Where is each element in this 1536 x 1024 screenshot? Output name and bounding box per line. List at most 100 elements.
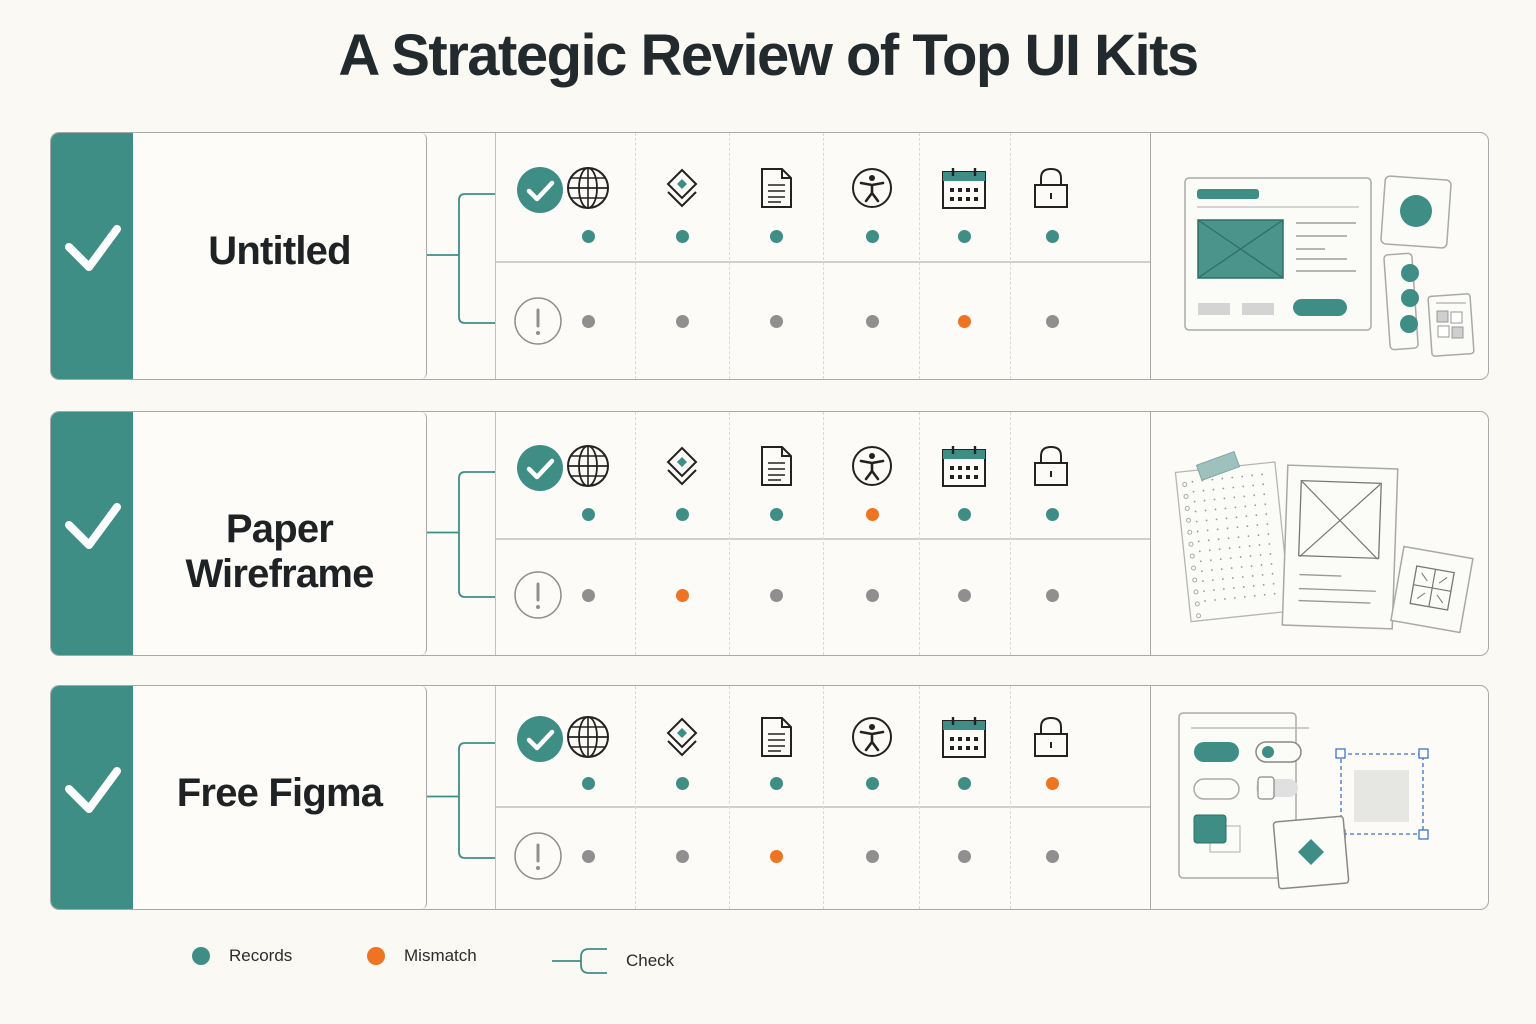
column-divider bbox=[729, 686, 730, 909]
check-dot bbox=[1045, 849, 1059, 863]
records-dot bbox=[865, 507, 879, 521]
records-dot bbox=[675, 229, 689, 243]
check-dot bbox=[865, 588, 879, 602]
kit-name: Paper Wireframe bbox=[185, 506, 374, 596]
alert-circle-icon bbox=[514, 571, 562, 619]
check-dot bbox=[769, 849, 783, 863]
category-icon bbox=[566, 715, 610, 763]
check-circle-icon bbox=[517, 716, 563, 762]
lock-icon bbox=[1034, 167, 1068, 208]
kit-preview bbox=[1151, 686, 1488, 909]
checkmark-icon bbox=[65, 766, 121, 813]
category-icon bbox=[1030, 166, 1074, 214]
check-dot bbox=[581, 314, 595, 328]
check-dot bbox=[675, 849, 689, 863]
category-icon bbox=[754, 444, 798, 492]
lock-icon bbox=[1034, 716, 1068, 757]
calendar-icon bbox=[942, 446, 986, 487]
check-dot bbox=[581, 588, 595, 602]
category-icon bbox=[1030, 715, 1074, 763]
records-dot bbox=[675, 776, 689, 790]
records-dot bbox=[1045, 229, 1059, 243]
evaluation-matrix bbox=[495, 686, 1151, 909]
kit-label-panel: Untitled bbox=[51, 133, 427, 379]
globe-icon bbox=[567, 167, 609, 209]
check-status bbox=[514, 832, 564, 886]
document-icon bbox=[761, 168, 792, 208]
category-icon bbox=[941, 444, 987, 492]
legend-mismatch-label: Mismatch bbox=[404, 946, 477, 965]
category-icon bbox=[660, 444, 704, 492]
records-dot bbox=[957, 507, 971, 521]
column-divider bbox=[635, 412, 636, 655]
records-dot bbox=[675, 507, 689, 521]
lock-icon bbox=[1034, 445, 1068, 486]
check-dot bbox=[581, 849, 595, 863]
legend-check: Check bbox=[551, 946, 674, 976]
category-icon bbox=[941, 166, 987, 214]
check-status bbox=[514, 297, 564, 351]
kit-status-stripe bbox=[51, 686, 133, 909]
kit-card: Untitled bbox=[50, 132, 1489, 380]
column-divider bbox=[1010, 686, 1011, 909]
column-divider bbox=[823, 412, 824, 655]
column-divider bbox=[635, 133, 636, 379]
bracket-connector-icon bbox=[427, 742, 495, 859]
records-dot bbox=[769, 229, 783, 243]
records-status bbox=[516, 166, 564, 218]
category-icon bbox=[754, 166, 798, 214]
records-dot-icon bbox=[192, 947, 210, 965]
diamond-layers-icon bbox=[666, 446, 698, 486]
records-dot bbox=[581, 507, 595, 521]
kit-status-stripe bbox=[51, 412, 133, 655]
records-dot bbox=[865, 776, 879, 790]
records-dot bbox=[1045, 507, 1059, 521]
globe-icon bbox=[567, 716, 609, 758]
document-icon bbox=[761, 446, 792, 486]
category-icon bbox=[566, 166, 610, 214]
check-dot bbox=[865, 314, 879, 328]
legend: Records Mismatch Check bbox=[0, 946, 1536, 976]
check-status bbox=[514, 571, 564, 625]
category-icon bbox=[566, 444, 610, 492]
check-circle-icon bbox=[517, 167, 563, 213]
accessibility-icon bbox=[852, 717, 892, 757]
check-dot bbox=[769, 588, 783, 602]
column-divider bbox=[729, 412, 730, 655]
checkmark-icon bbox=[65, 502, 121, 549]
check-dot bbox=[957, 314, 971, 328]
calendar-icon bbox=[942, 168, 986, 209]
category-icon bbox=[941, 715, 987, 763]
kit-status-stripe bbox=[51, 133, 133, 379]
bracket-connector bbox=[427, 412, 497, 655]
category-icon bbox=[1030, 444, 1074, 492]
category-icon bbox=[850, 444, 894, 492]
kit-name: Free Figma bbox=[176, 770, 383, 815]
check-dot bbox=[865, 849, 879, 863]
kit-preview bbox=[1151, 133, 1488, 379]
dashboard-layout-thumbnail bbox=[1184, 175, 1475, 357]
kit-label-panel: Paper Wireframe bbox=[51, 412, 427, 655]
check-dot bbox=[1045, 314, 1059, 328]
category-icon bbox=[754, 715, 798, 763]
bracket-connector-icon bbox=[552, 948, 607, 974]
records-dot bbox=[581, 776, 595, 790]
category-icon bbox=[660, 715, 704, 763]
kit-name: Untitled bbox=[208, 229, 351, 273]
document-icon bbox=[761, 717, 792, 757]
kit-card: Free Figma bbox=[50, 685, 1489, 910]
records-dot bbox=[957, 776, 971, 790]
column-divider bbox=[729, 133, 730, 379]
column-divider bbox=[1010, 412, 1011, 655]
records-dot bbox=[865, 229, 879, 243]
column-divider bbox=[919, 133, 920, 379]
alert-circle-icon bbox=[514, 832, 562, 880]
alert-circle-icon bbox=[514, 297, 562, 345]
page-title: A Strategic Review of Top UI Kits bbox=[338, 23, 1199, 88]
check-dot bbox=[675, 588, 689, 602]
check-dot bbox=[1045, 588, 1059, 602]
records-dot bbox=[957, 229, 971, 243]
diamond-layers-icon bbox=[666, 717, 698, 757]
bracket-connector bbox=[427, 686, 497, 909]
bracket-connector bbox=[427, 133, 497, 379]
